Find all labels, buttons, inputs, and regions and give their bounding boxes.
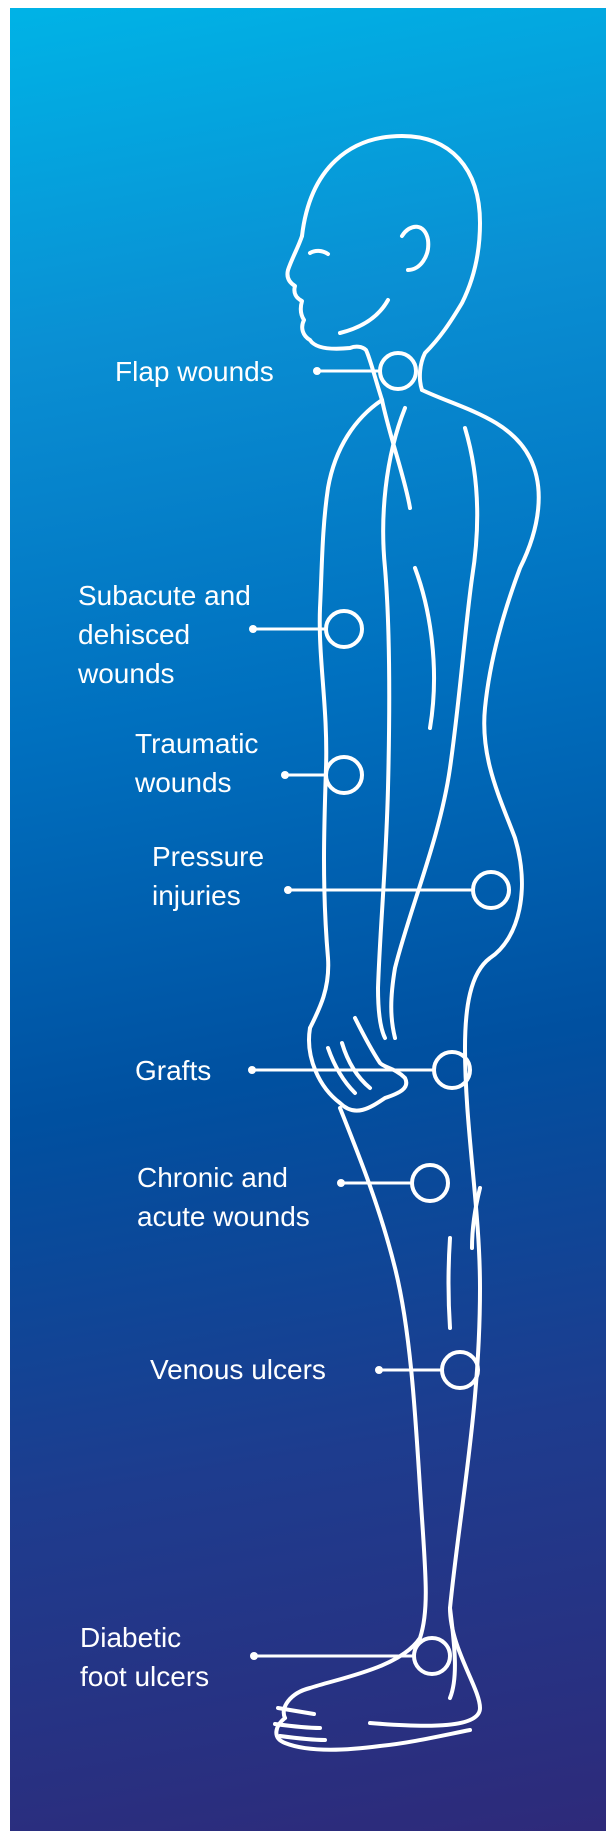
label-line: wounds [135,763,258,802]
marker-flap [313,353,416,389]
front-torso [310,400,382,1028]
label-pressure-injuries: Pressure injuries [152,837,264,915]
fingers [328,1043,370,1093]
marker-grafts [248,1052,470,1088]
marker-chronic [337,1165,448,1201]
label-line: Venous ulcers [150,1350,326,1389]
marker-diabetic [250,1638,450,1674]
diagram-panel: Flap wounds Subacute and dehisced wounds… [10,8,606,1831]
marker-pressure [284,872,509,908]
label-line: wounds [78,654,251,693]
label-line: Diabetic [80,1618,209,1657]
jaw-line [340,300,388,333]
marker-subacute [249,611,362,647]
inner-leg [449,1188,481,1328]
arm-back [391,428,477,1038]
marker-venous [375,1352,478,1388]
label-line: Chronic and [137,1158,310,1197]
label-line: Flap wounds [115,352,274,391]
belly-line [415,568,434,728]
label-line: injuries [152,876,264,915]
label-line: acute wounds [137,1197,310,1236]
face-profile [287,236,382,400]
label-line: Grafts [135,1051,211,1090]
label-grafts: Grafts [135,1051,211,1090]
body-silhouette [10,8,606,1831]
label-traumatic-wounds: Traumatic wounds [135,724,258,802]
ear [402,227,428,270]
label-chronic-acute-wounds: Chronic and acute wounds [137,1158,310,1236]
label-subacute-wounds: Subacute and dehisced wounds [78,576,251,693]
label-line: Pressure [152,837,264,876]
eye [310,251,328,254]
label-line: foot ulcers [80,1657,209,1696]
label-flap-wounds: Flap wounds [115,352,274,391]
label-venous-ulcers: Venous ulcers [150,1350,326,1389]
back-line [370,390,539,1726]
head-outline [302,136,480,390]
label-line: Traumatic [135,724,258,763]
label-line: dehisced [78,615,251,654]
label-line: Subacute and [78,576,251,615]
label-diabetic-foot-ulcers: Diabetic foot ulcers [80,1618,209,1696]
marker-traumatic [281,757,362,793]
